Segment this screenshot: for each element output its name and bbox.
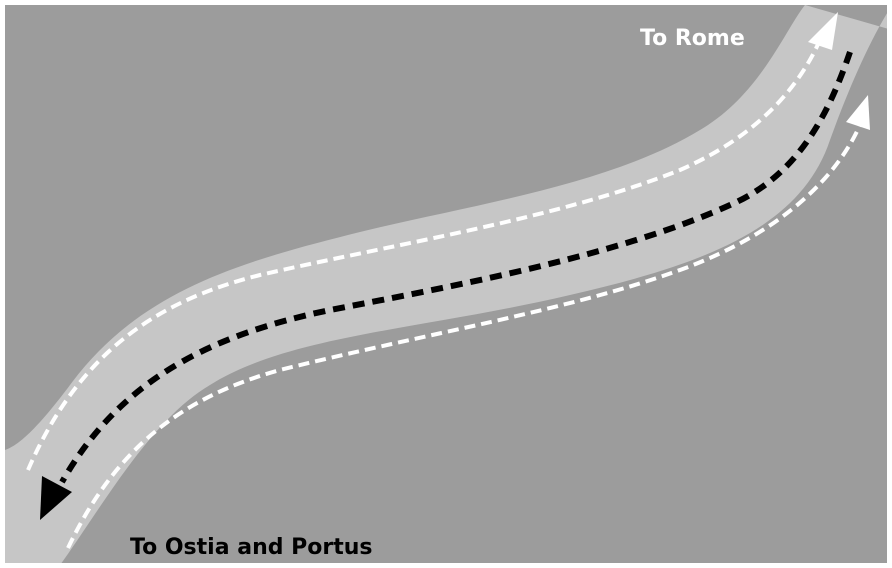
lower-lane-line [66,124,862,549]
upper-lane-arrowhead [808,12,838,50]
to-ostia-label: To Ostia and Portus [130,535,373,560]
center-lane-line [59,51,853,484]
river-channel [5,5,892,568]
upper-lane-line [26,39,822,471]
lower-lane-arrowhead [846,95,870,130]
center-lane-arrowhead [40,476,72,520]
to-rome-label: To Rome [640,26,745,51]
